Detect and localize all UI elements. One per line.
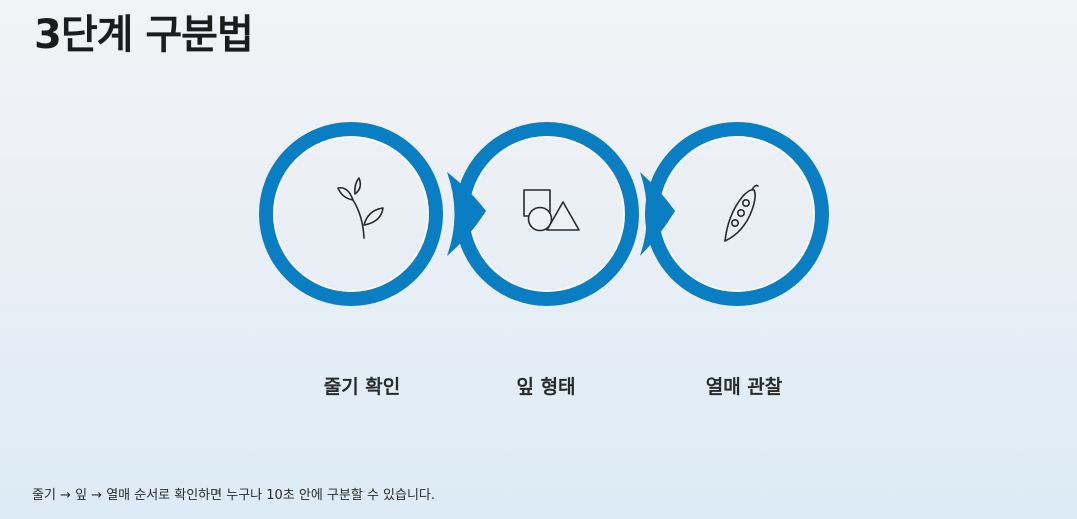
step-label-leaf: 잎 형태 (516, 376, 576, 398)
step-1-ring (259, 122, 443, 306)
step-3-node (645, 122, 829, 306)
shapes-icon (523, 189, 580, 232)
sprout-icon (337, 177, 384, 239)
arrow-1-to-2 (447, 172, 486, 256)
page-title: 3단계 구분법 (34, 12, 254, 58)
step-label-fruit: 열매 관찰 (705, 376, 783, 398)
footnote: 줄기 → 잎 → 열매 순서로 확인하면 누구나 10초 안에 구분할 수 있습… (32, 488, 436, 503)
step-1-node (259, 122, 443, 306)
pea-pod-icon (724, 184, 759, 242)
step-label-stem: 줄기 확인 (323, 376, 401, 398)
arrow-2-to-3 (640, 172, 675, 256)
step-3-ring (645, 122, 829, 306)
